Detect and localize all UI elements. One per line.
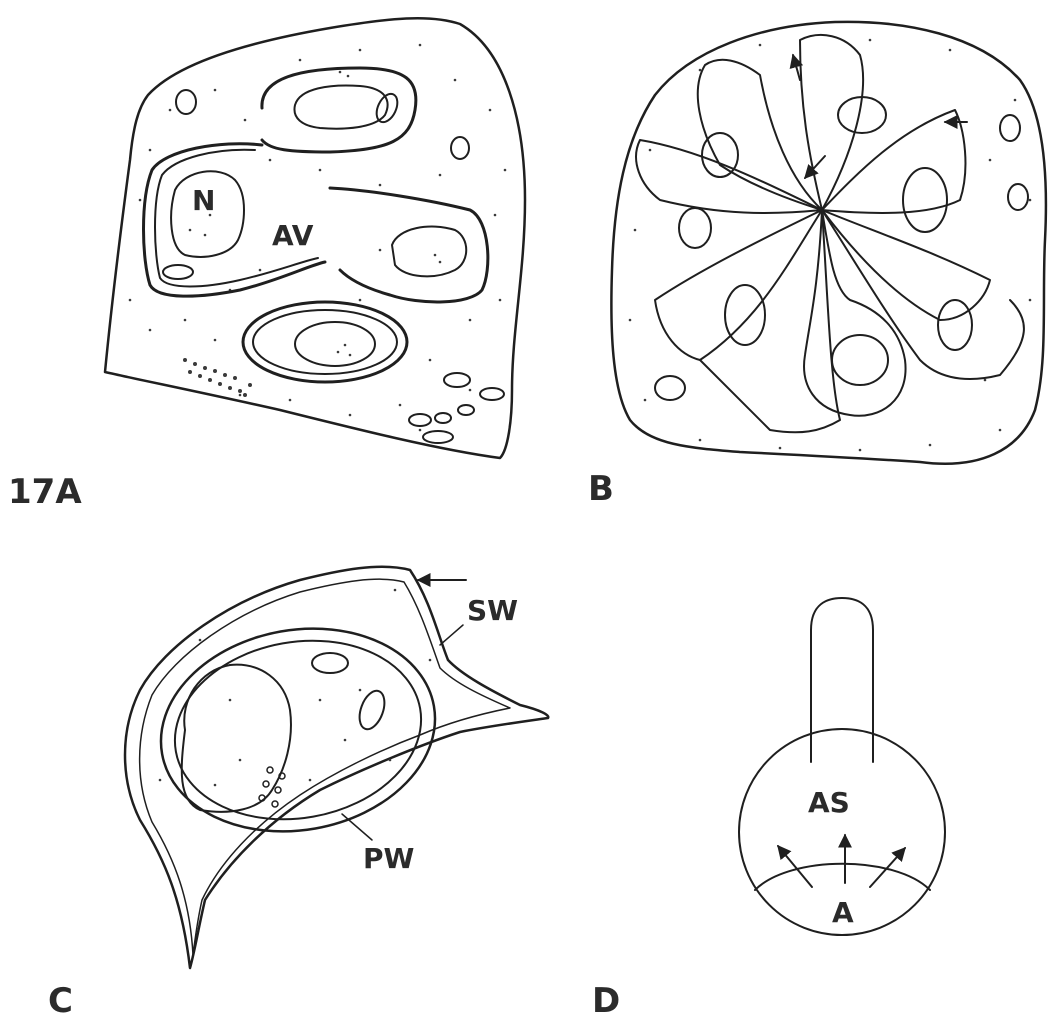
panel-a-cell-right-nucleus [392,226,466,276]
panel-a-vacuole [409,414,431,426]
panel-a-cell-right-wall [330,188,488,302]
panel-d: AS A D [592,598,945,1021]
panel-d-stalk [811,598,873,762]
panel-a-cell-outline [105,18,525,458]
panel-c-organelle [312,653,348,673]
panel-b-ascus-outline [611,22,1046,464]
panel-c-stipple [159,589,432,787]
panel-b-vacuole [1000,115,1020,141]
base-label: A [832,896,854,929]
panel-b-spore-nucleus [938,300,972,350]
panel-b-vacuole [655,376,685,400]
apical-label: AS [808,786,850,819]
panel-a-vacuole [458,405,474,415]
panel-b-spore-nucleus [702,133,738,177]
panel-c-label: C [48,981,73,1021]
panel-d-basal-arc [755,864,930,890]
panel-b-vacuole [1008,184,1028,210]
panel-d-label: D [592,981,620,1021]
panel-b: B [588,22,1046,509]
panel-a-vacuole [176,90,196,114]
panel-a-label: 17A [8,472,82,512]
panel-a-vacuole [451,137,469,159]
panel-c-spore-outer-wall-inner [140,579,510,955]
panel-b-arrow [793,55,800,80]
panel-a-cell-lower-outer [243,302,407,382]
panel-b-spore-wall [636,140,822,213]
panel-b-spore-wall [800,35,863,210]
secondary-wall-label: SW [467,594,518,627]
panel-a: N AV 17A [8,18,525,512]
panel-a-vacuole [444,373,470,387]
panel-b-spore-nucleus [679,208,711,248]
panel-d-arrow-right [870,848,905,887]
panel-b-spore-nucleus [725,285,765,345]
panel-a-vacuole [480,388,504,400]
panel-a-cell-left-organelle [163,265,193,279]
panel-c-granules [259,767,285,807]
panel-a-cell-upper-nucleus [294,86,387,129]
panel-c-secondary-wall [145,608,452,853]
panel-b-spore-wall [822,210,1024,379]
primary-wall-pointer [342,814,372,840]
vesicle-label: AV [272,219,314,252]
panel-c: SW PW C [48,567,548,1021]
panel-b-label: B [588,469,614,509]
panel-a-cell-lower-nucleus [295,322,375,366]
secondary-wall-pointer [440,625,463,645]
primary-wall-label: PW [363,842,415,875]
panel-b-spore-nucleus [903,168,947,232]
panel-c-organelle [355,687,389,732]
nucleus-label: N [192,184,215,217]
panel-b-spore-wall [698,60,822,210]
panel-a-vacuole [423,431,453,443]
panel-b-stipple [629,39,1032,452]
panel-a-vacuole [435,413,451,423]
panel-b-basal-nucleus [832,335,888,385]
panel-a-cell-upper-wall [262,68,416,152]
